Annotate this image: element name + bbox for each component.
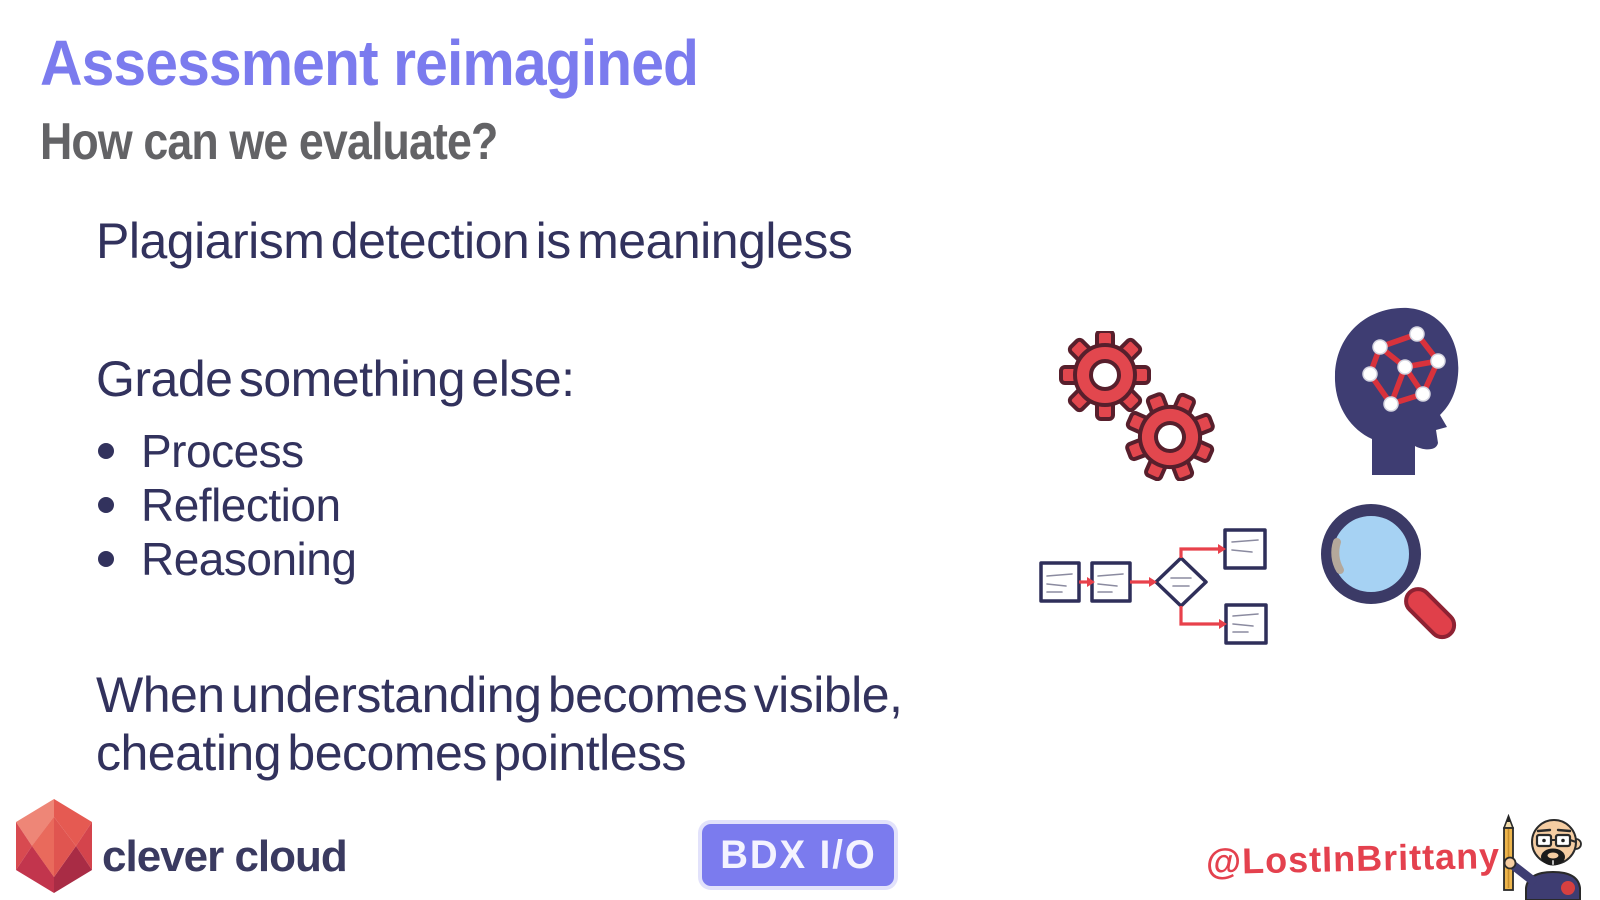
conference-badge: BDX I/O <box>702 824 894 886</box>
bullet-dot-icon <box>98 551 114 567</box>
speaker-avatar <box>1502 814 1582 900</box>
bullet-dot-icon <box>98 497 114 513</box>
page-title: Assessment reimagined <box>40 27 699 99</box>
list-item: Reflection <box>98 478 356 532</box>
list-item: Process <box>98 424 356 478</box>
bullet-label: Reflection <box>141 479 341 531</box>
social-handle: @LostInBrittany <box>1205 834 1501 883</box>
statement-text: Plagiarism detection is meaningless <box>96 213 853 269</box>
bullet-dot-icon <box>98 443 114 459</box>
magnifying-glass-icon <box>1321 504 1457 640</box>
closing-line: cheating becomes pointless <box>96 725 687 781</box>
bullet-label: Reasoning <box>141 533 357 585</box>
gears-icon <box>1059 331 1215 481</box>
page-subtitle: How can we evaluate? <box>40 113 498 171</box>
closing-line: When understanding becomes visible, <box>96 667 903 723</box>
grade-heading: Grade something else: <box>96 351 575 407</box>
head-network-icon <box>1334 307 1459 475</box>
closing-text: When understanding becomes visible, chea… <box>96 666 903 782</box>
clever-cloud-logo-icon <box>16 799 92 893</box>
conference-badge-label: BDX I/O <box>719 832 877 877</box>
bullet-list: Process Reflection Reasoning <box>98 424 357 586</box>
bullet-label: Process <box>141 425 304 477</box>
flowchart-icon <box>1039 528 1268 645</box>
list-item: Reasoning <box>98 532 357 586</box>
brand-wordmark: clever cloud <box>102 832 348 881</box>
